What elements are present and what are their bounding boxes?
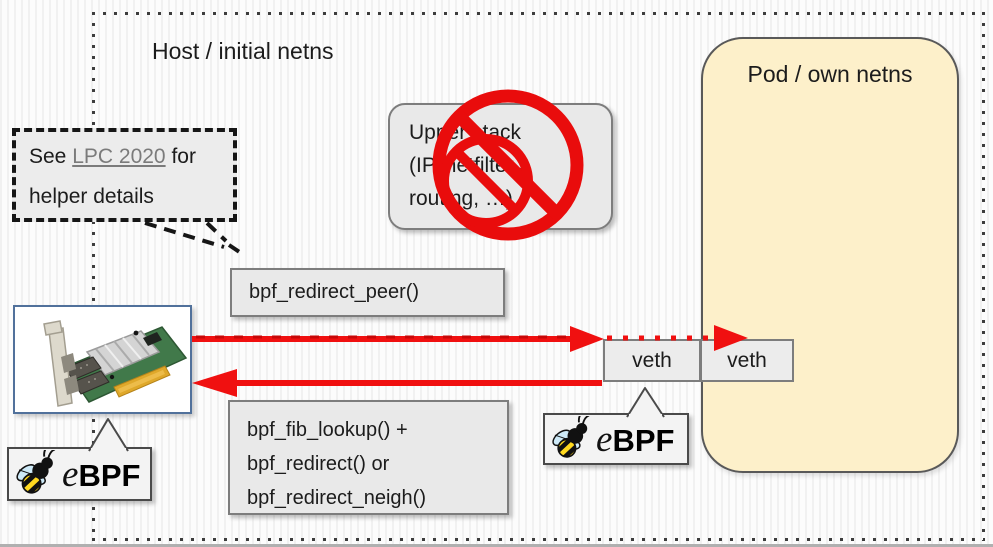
upper-stack-line: (IP, netfilter / — [409, 154, 526, 177]
ebpf-logo-veth: eBPF — [543, 413, 689, 465]
note-line-1: See LPC 2020 for — [29, 145, 196, 168]
host-border-right — [982, 12, 985, 541]
note-bubble: See LPC 2020 for helper details — [12, 128, 237, 222]
upper-stack-line: Upper stack — [409, 121, 522, 144]
bee-icon — [16, 450, 56, 494]
bottom-edge-bar — [0, 544, 993, 547]
veth-host-box: veth — [603, 339, 701, 382]
ebpf-logo-text: eBPF — [596, 418, 675, 460]
label-bpf-redirect-peer: bpf_redirect_peer() — [230, 268, 505, 317]
ebpf-logo-text: eBPF — [62, 453, 141, 495]
host-border-bottom — [92, 538, 985, 541]
pod-netns-title: Pod / own netns — [747, 61, 913, 87]
nic-box — [13, 305, 192, 414]
pod-netns: Pod / own netns — [701, 37, 959, 473]
label-bpf-fib-lookup: bpf_fib_lookup() + bpf_redirect() or bpf… — [228, 400, 509, 515]
note-bubble-tail — [144, 221, 243, 255]
lpc-2020-link[interactable]: LPC 2020 — [72, 145, 166, 168]
nic-card-image — [43, 320, 188, 407]
host-border-top — [92, 12, 985, 15]
host-netns-title: Host / initial netns — [152, 38, 334, 64]
ebpf-logo-nic: eBPF — [7, 447, 152, 501]
upper-stack-box: Upper stack (IP, netfilter / routing, …) — [388, 103, 613, 230]
upper-stack-line: routing, …) — [409, 187, 513, 210]
bee-icon — [552, 416, 590, 459]
host-border-left — [92, 12, 95, 541]
arrow-egress-solid — [192, 326, 604, 352]
veth-pod-box: veth — [700, 339, 794, 382]
note-line-2: helper details — [29, 185, 154, 208]
arrow-ingress-solid — [192, 369, 602, 397]
